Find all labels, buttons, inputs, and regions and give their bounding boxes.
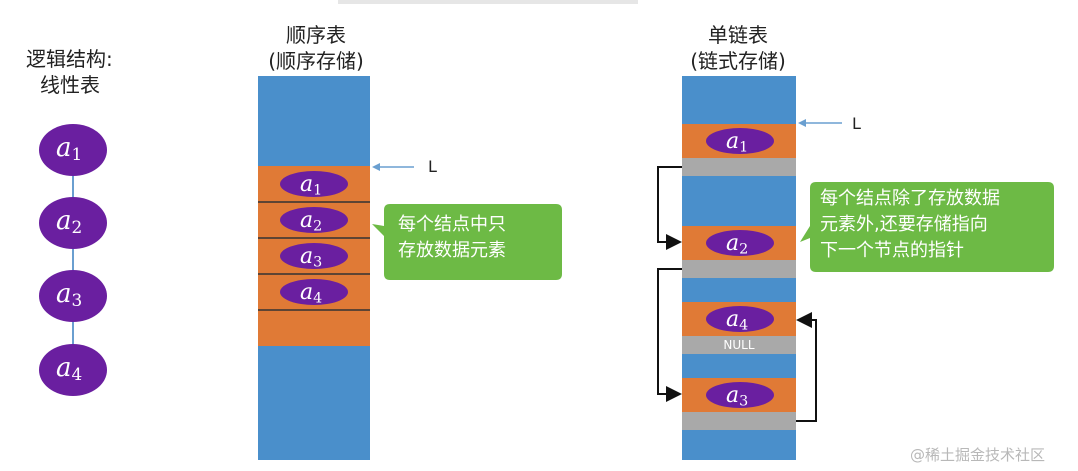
linked-callout-shape: [800, 182, 1054, 272]
sequential-element-2: [280, 207, 348, 233]
linked-node-2-pointer: [682, 260, 796, 278]
linked-callout-line3: 下一个节点的指针: [820, 240, 964, 261]
sequential-element-3: [280, 243, 348, 269]
logical-node-4: [39, 344, 107, 396]
sequential-element-1: [280, 171, 348, 197]
logical-node-3-label: a3: [56, 279, 83, 311]
linked-callout-line1: 每个结点除了存放数据: [820, 188, 1000, 209]
linked-node-4-label: a4: [726, 307, 749, 334]
sequential-callout-line2: 存放数据元素: [398, 240, 506, 261]
sequential-pointer-label: L: [428, 157, 437, 176]
logical-title: 逻辑结构: 线性表: [26, 46, 113, 98]
logical-title-line2: 线性表: [40, 73, 100, 97]
linked-node-2-label: a2: [726, 231, 749, 258]
logical-node-2-label: a2: [56, 206, 83, 238]
linked-node-1-pointer: [682, 158, 796, 176]
linked-title-line2: (链式存储): [690, 49, 786, 73]
sequential-element-1-label: a1: [300, 172, 323, 199]
linked-title-line1: 单链表: [708, 23, 768, 47]
top-strip: [338, 0, 638, 4]
watermark: @稀土掘金技术社区: [910, 446, 1046, 464]
link-a1-to-a2: [657, 166, 682, 250]
null-pointer-label: NULL: [723, 338, 755, 352]
logical-node-1: [39, 124, 107, 176]
sequential-element-4: [280, 279, 348, 305]
sequential-callout-shape: [372, 204, 562, 280]
link-a3-to-a4: [796, 312, 817, 422]
sequential-element-2-label: a2: [300, 208, 323, 235]
sequential-title-line1: 顺序表: [286, 23, 346, 47]
logical-node-3: [39, 270, 107, 322]
linked-title: 单链表 (链式存储): [668, 22, 808, 74]
logical-node-2: [39, 197, 107, 249]
linked-node-4-pointer: [682, 336, 796, 354]
linked-node-1-label: a1: [726, 129, 749, 156]
sequential-callout: 每个结点中只 存放数据元素: [398, 212, 506, 264]
logical-title-line1: 逻辑结构:: [26, 47, 113, 71]
sequential-element-4-label: a4: [300, 280, 323, 307]
linked-node-3-pointer: [682, 412, 796, 430]
sequential-title-line2: (顺序存储): [268, 49, 364, 73]
sequential-title: 顺序表 (顺序存储): [246, 22, 386, 74]
logical-node-4-label: a4: [56, 353, 83, 385]
sequential-memory-diagram: [258, 76, 562, 460]
linked-memory-diagram: [657, 76, 1054, 460]
linear-list-diagram: [39, 124, 107, 396]
linked-callout: 每个结点除了存放数据 元素外,还要存储指向 下一个节点的指针: [820, 186, 1000, 264]
linked-node-3-label: a3: [726, 383, 749, 410]
sequential-element-3-label: a3: [300, 244, 323, 271]
sequential-callout-line1: 每个结点中只: [398, 214, 506, 235]
linked-pointer-label: L: [852, 114, 861, 133]
link-a2-to-a3: [657, 268, 682, 402]
linked-callout-line2: 元素外,还要存储指向: [820, 214, 988, 235]
logical-node-1-label: a1: [56, 133, 83, 165]
